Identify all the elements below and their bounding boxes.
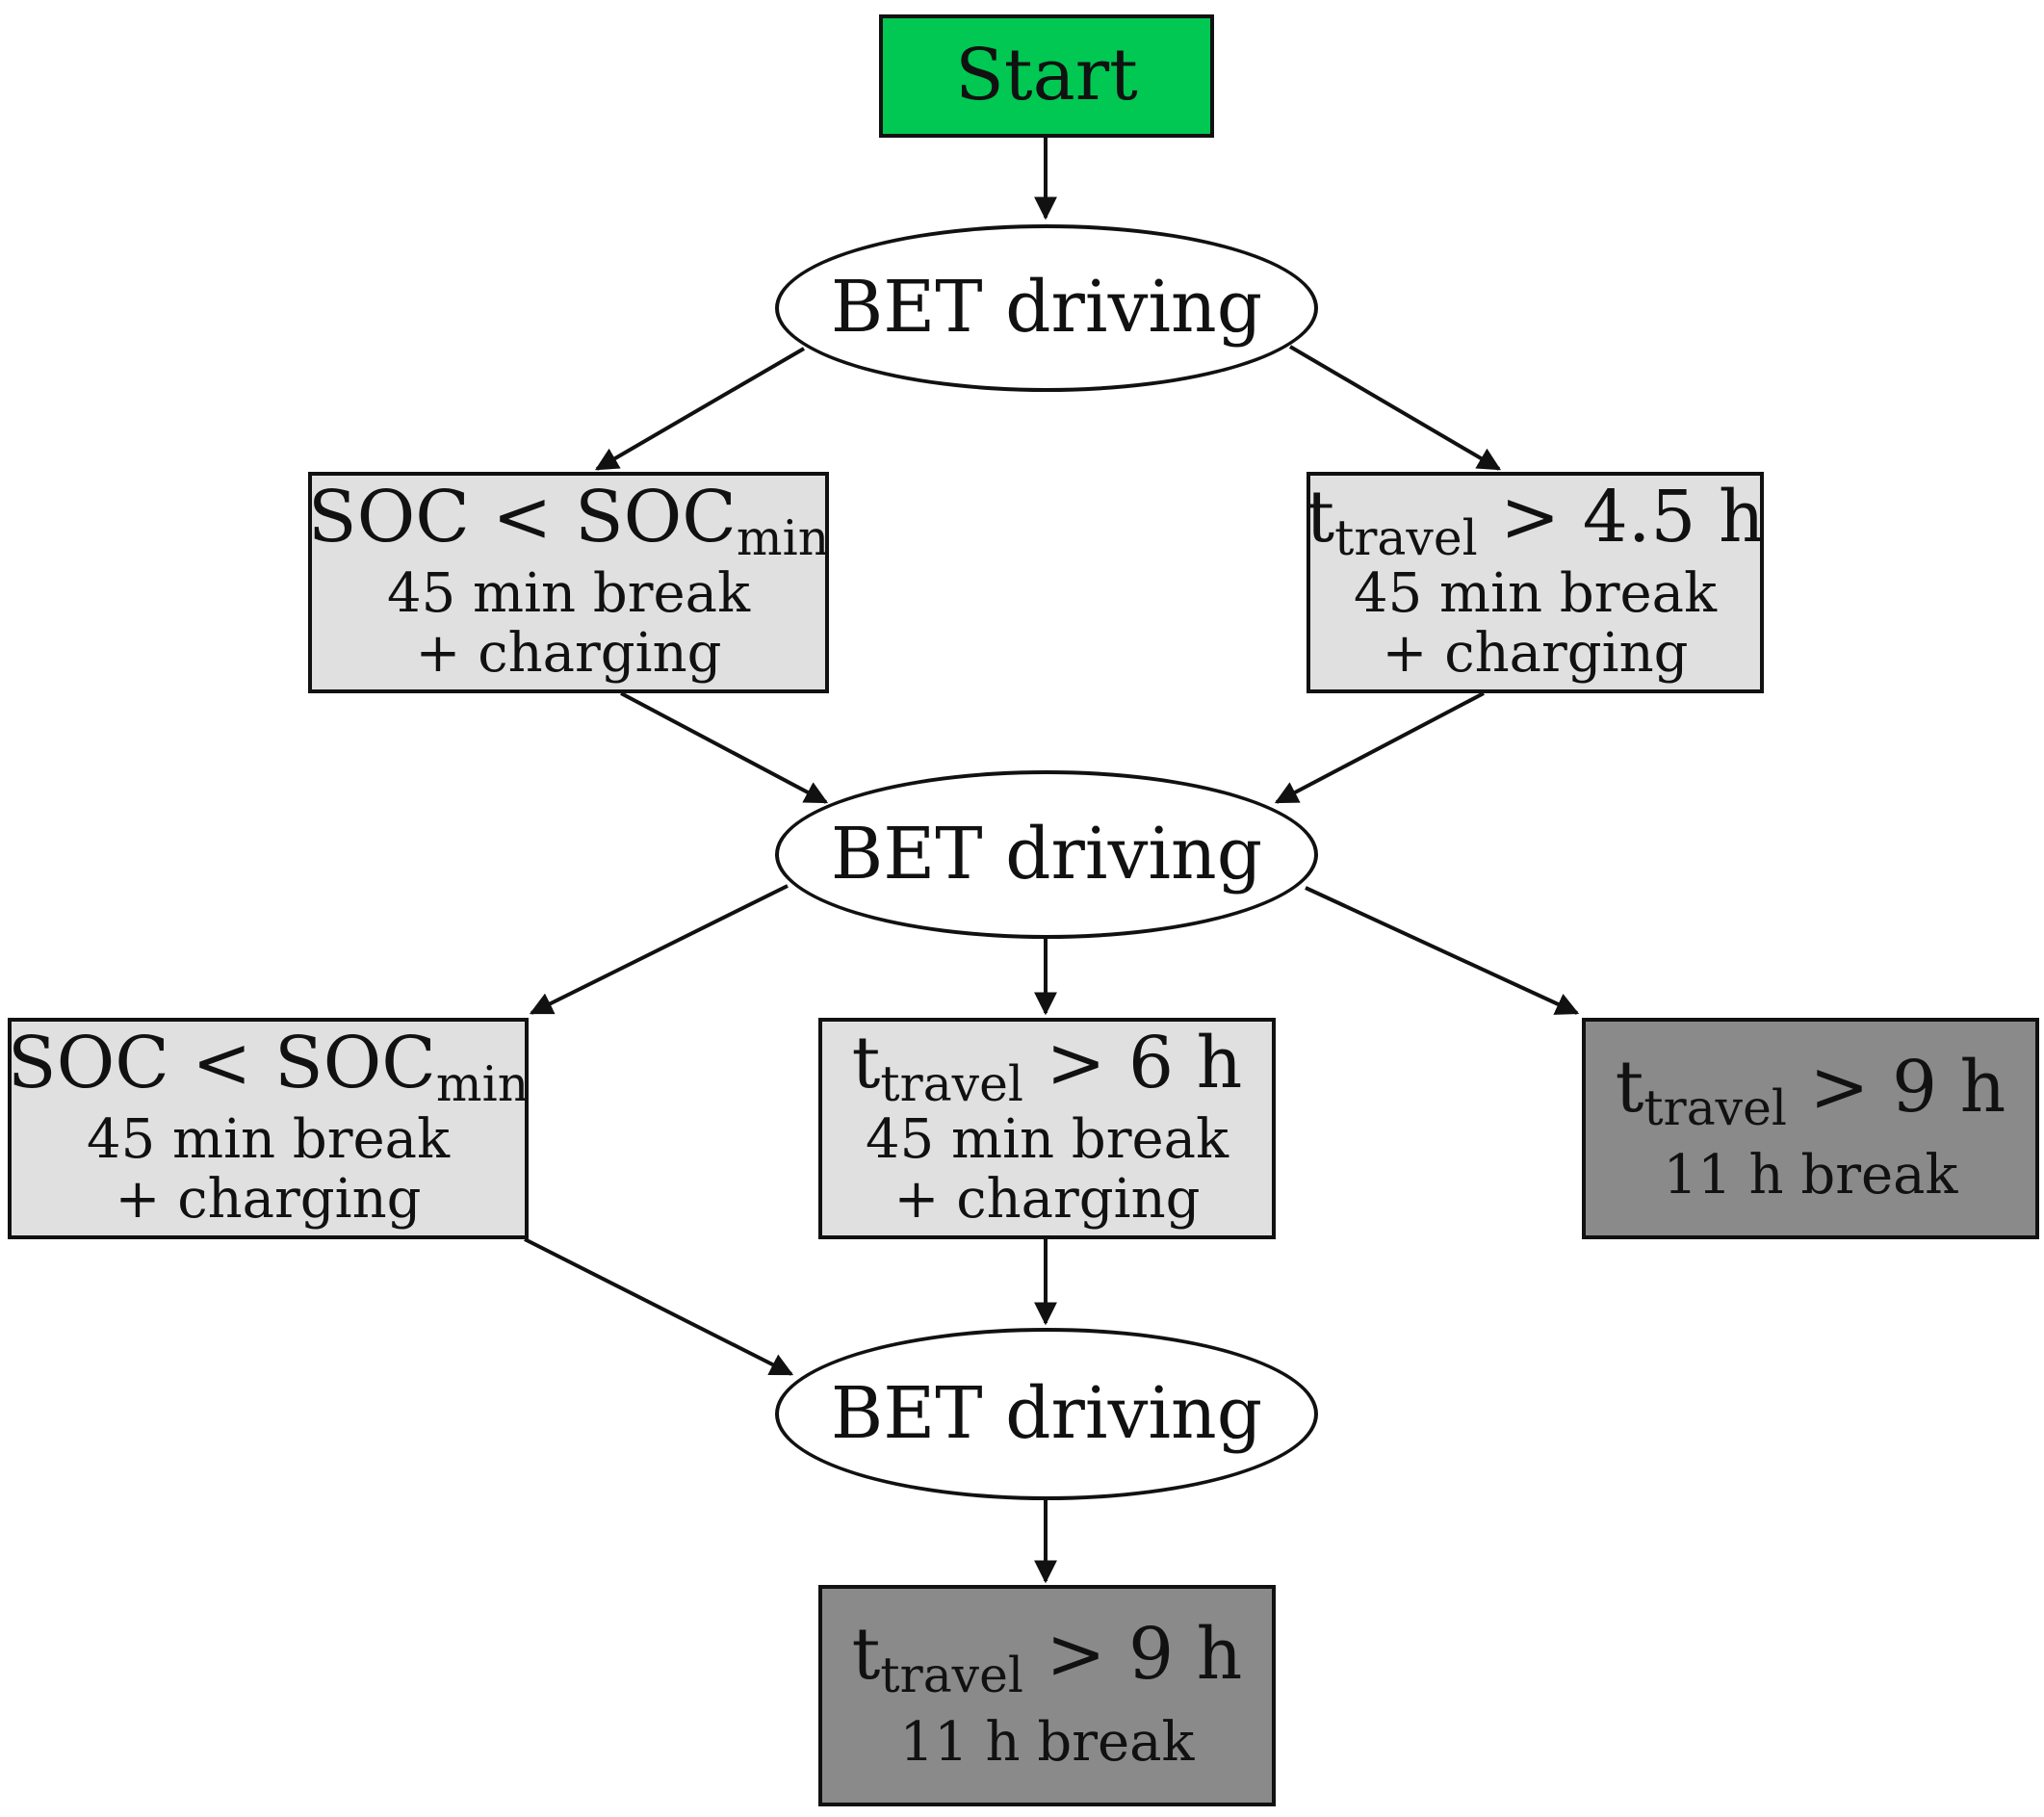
start-node: Start [879,14,1214,138]
travel-condition-45h: ttravel > 4.5 h [1306,480,1764,564]
travel-var: t [851,1021,881,1104]
threshold-9h: > 9 h [1046,1613,1243,1697]
soc-min-subscript: min [736,508,830,566]
travel-var: t [1615,1046,1644,1129]
travel-subscript: travel [880,1054,1023,1112]
travel-9h-rest-node-right: ttravel > 9 h 11 h break [1582,1018,2039,1239]
travel-9h-rest-node-bottom: ttravel > 9 h 11 h break [818,1585,1276,1806]
arrow-driving-2-to-soc-2 [529,884,789,1015]
break-line-2: + charging [893,1168,1201,1232]
arrow-driving-1-to-travel-45h [1288,345,1502,471]
soc-min-var: SOC [574,475,737,558]
threshold-9h: > 9 h [1809,1046,2006,1129]
long-break-label: 11 h break [1663,1144,1958,1207]
travel-subscript: travel [880,1647,1023,1704]
threshold-45h: > 4.5 h [1500,475,1765,558]
soc-break-node-2: SOC < SOCmin 45 min break + charging [8,1018,529,1239]
driving-label: BET driving [830,266,1263,350]
soc-condition: SOC < SOCmin [308,480,829,564]
travel-subscript: travel [1643,1079,1787,1137]
threshold-6h: > 6 h [1046,1021,1243,1104]
soc-condition: SOC < SOCmin [8,1025,530,1112]
break-line-1: 45 min break [865,1107,1229,1171]
travel-condition-6h: ttravel > 6 h [852,1025,1243,1112]
break-line-2: + charging [415,622,722,686]
driving-node-2: BET driving [775,770,1318,939]
break-line-2: + charging [115,1168,422,1232]
arrow-travel-45h-to-driving-2 [1274,691,1485,804]
travel-6h-break-node: ttravel > 6 h 45 min break + charging [818,1018,1276,1239]
travel-var: t [1306,475,1335,558]
soc-operator: < [492,475,553,558]
break-line-1: 45 min break [1353,561,1717,625]
soc-var: SOC [307,475,470,558]
soc-operator: < [192,1021,252,1104]
travel-45h-break-node: ttravel > 4.5 h 45 min break + charging [1306,472,1765,693]
driving-node-3: BET driving [775,1328,1318,1500]
arrow-soc-2-to-driving-3 [524,1237,794,1376]
start-label: Start [955,34,1138,117]
driving-node-1: BET driving [775,224,1318,392]
arrow-driving-2-to-travel-9h-right [1305,886,1580,1015]
soc-min-subscript: min [435,1054,530,1112]
driving-label: BET driving [830,1371,1263,1455]
travel-condition-9h: ttravel > 9 h [852,1617,1243,1704]
soc-break-node-1: SOC < SOCmin 45 min break + charging [308,472,829,693]
travel-condition-9h: ttravel > 9 h [1616,1050,2006,1137]
driving-label: BET driving [830,812,1263,896]
soc-min-var: SOC [273,1021,436,1104]
soc-var: SOC [7,1021,169,1104]
long-break-label: 11 h break [899,1711,1195,1775]
break-line-1: 45 min break [386,561,750,625]
travel-var: t [851,1613,881,1697]
break-line-2: + charging [1382,622,1689,686]
arrow-driving-1-to-soc-1 [594,347,806,471]
arrow-soc-1-to-driving-2 [620,691,829,804]
break-line-1: 45 min break [86,1107,450,1171]
travel-subscript: travel [1334,508,1478,566]
